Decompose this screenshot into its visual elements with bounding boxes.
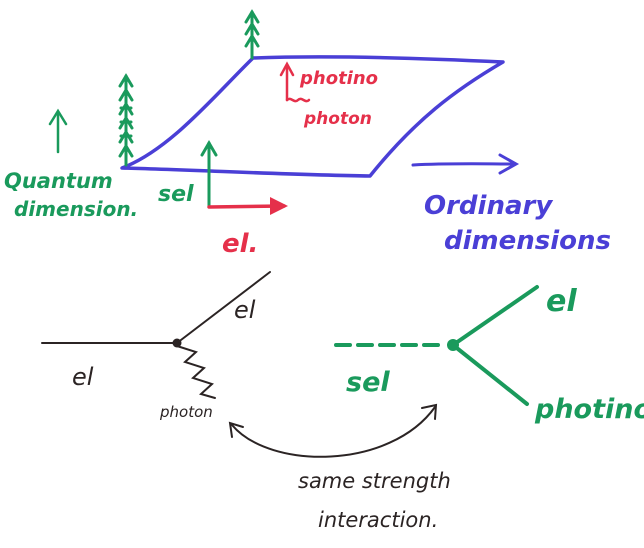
ordinary-dimensions-sheet	[120, 55, 505, 178]
electron-photon-vertex	[41, 271, 271, 399]
right-sel-label: sel	[346, 367, 390, 398]
ordinary-label-line1: Ordinary	[424, 191, 553, 221]
left-vertex-dot	[172, 338, 182, 348]
el-top-label: el.	[222, 229, 258, 259]
photino-arrow	[279, 61, 311, 103]
left-el-in-label: el	[72, 363, 94, 391]
photon-top-label: photon	[303, 109, 372, 129]
left-photon-label: photon	[159, 403, 213, 421]
quantum-label-line1: Quantum	[4, 169, 113, 193]
right-el-label: el	[546, 284, 577, 319]
selectron-photino-vertex	[334, 285, 539, 406]
photino-top-label: photino	[299, 68, 378, 89]
left-el-out-label: el	[234, 296, 256, 324]
same-strength-line1: same strength	[298, 469, 451, 493]
same-strength-line2: interaction.	[318, 508, 438, 532]
sel-arrow	[200, 140, 218, 209]
same-strength-arc	[228, 403, 438, 458]
ordinary-arrow	[411, 153, 520, 175]
left-quantum-stack	[118, 73, 134, 167]
quantum-arrow	[48, 108, 68, 154]
sel-top-label: sel	[158, 182, 194, 207]
ordinary-label-line2: dimensions	[444, 226, 611, 256]
right-photino-label: photino	[534, 394, 644, 425]
el-arrowhead	[270, 197, 288, 215]
right-vertex-dot	[447, 339, 459, 351]
quantum-label-line2: dimension.	[14, 197, 138, 221]
top-quantum-stack	[244, 9, 260, 60]
